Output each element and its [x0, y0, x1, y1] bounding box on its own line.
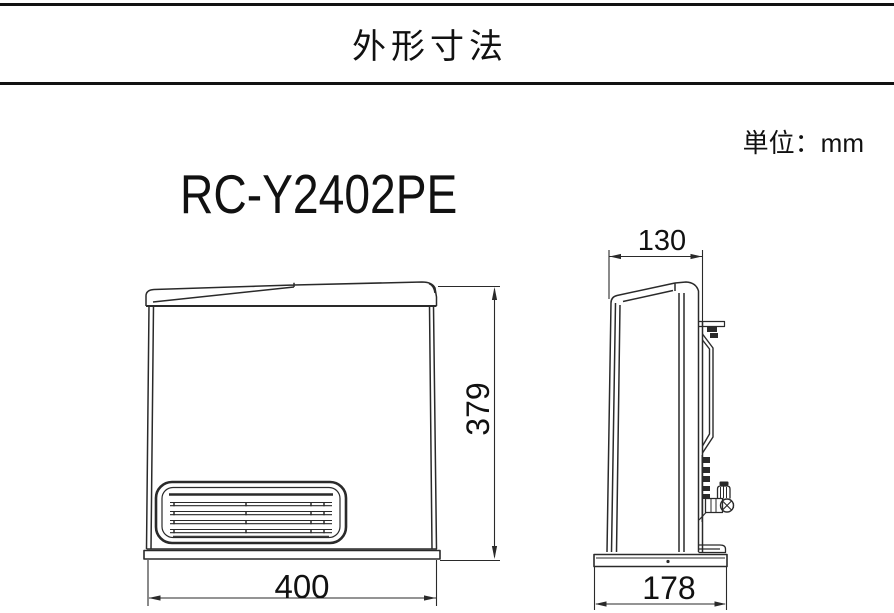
- header-rule-bottom: [0, 82, 894, 85]
- front-width-value: 400: [274, 568, 330, 605]
- page-title: 外形寸法: [352, 28, 508, 66]
- front-grille-outer: [154, 480, 348, 545]
- gas-valve: [698, 481, 735, 521]
- rear-bracket: [698, 320, 726, 328]
- arrow-left: [609, 253, 621, 260]
- arrow-up: [491, 287, 498, 300]
- front-width-dimension: [147, 560, 438, 606]
- header-rule-top: [0, 3, 894, 6]
- base-screw-dot: [666, 559, 670, 564]
- side-depth-base-dimension: [593, 567, 728, 610]
- arrow-right: [690, 253, 702, 260]
- arrow-down: [491, 546, 498, 559]
- side-base: [593, 553, 728, 568]
- rear-foot-tab: [698, 544, 727, 554]
- front-height-value: 379: [460, 382, 496, 436]
- front-grille-inner: [161, 486, 341, 539]
- grille-louvers: [169, 493, 333, 537]
- front-height-dimension: [438, 285, 500, 562]
- front-body-outline: [145, 305, 438, 550]
- arrow-left: [148, 595, 161, 601]
- unit-label: 単位：mm: [742, 128, 864, 158]
- side-depth-top-value: 130: [637, 225, 687, 257]
- arrow-right: [424, 595, 436, 601]
- arrow-left: [595, 601, 607, 607]
- side-view: [593, 281, 735, 568]
- front-base: [143, 549, 441, 560]
- front-view: [143, 281, 441, 560]
- side-depth-base-value: 178: [642, 570, 696, 606]
- arrow-right: [714, 601, 726, 607]
- side-depth-top-dimension: [608, 250, 704, 326]
- model-label: RC-Y2402PE: [180, 163, 458, 225]
- rear-panel: [701, 333, 714, 454]
- side-body-outline: [606, 281, 704, 553]
- front-lid-outline: [145, 281, 438, 306]
- louver-ticks: [173, 502, 325, 534]
